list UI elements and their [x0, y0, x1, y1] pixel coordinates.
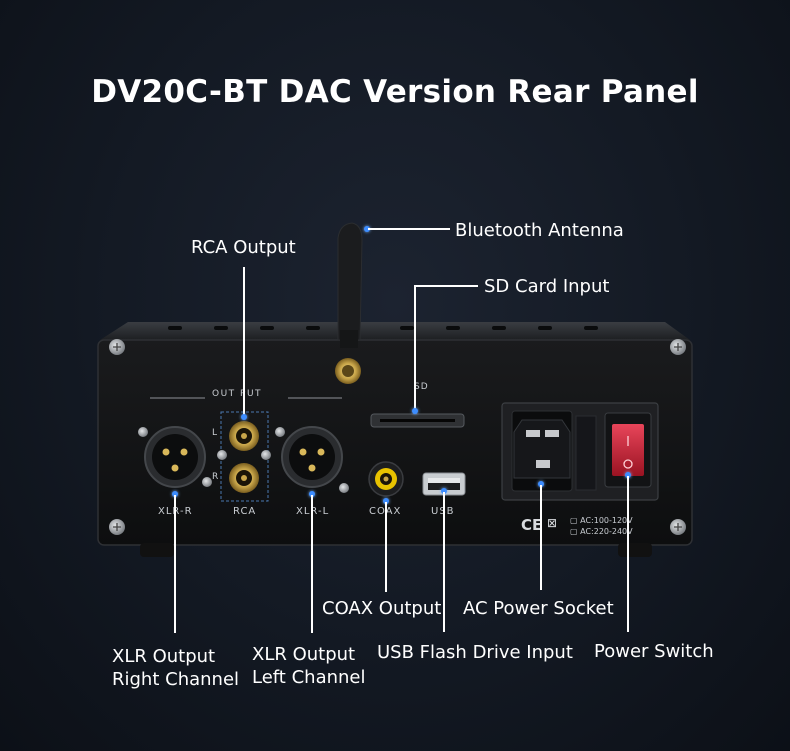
corner-screws	[109, 339, 686, 535]
callout-line-xlr-left	[311, 495, 313, 633]
label-xlr-left-1: XLR Output	[252, 644, 356, 665]
callout-dot-power-switch	[625, 472, 631, 478]
callout-dot-rca	[241, 414, 247, 420]
bluetooth-antenna	[335, 222, 363, 384]
weee-icon: ⊠	[547, 516, 558, 530]
rca-left-jack	[229, 421, 259, 451]
callout-line-bluetooth	[368, 228, 450, 230]
ce-mark: CE	[521, 516, 543, 534]
label-bluetooth-antenna: Bluetooth Antenna	[455, 220, 624, 241]
foot-left	[140, 543, 174, 557]
coax-jack	[368, 461, 404, 497]
ac-voltage-line1-text: AC:100-120V	[580, 516, 633, 525]
panel-usb-label: USB	[431, 506, 455, 517]
label-ac-power-socket: AC Power Socket	[463, 598, 614, 619]
label-power-switch: Power Switch	[594, 641, 714, 662]
rca-right-jack	[229, 463, 259, 493]
power-switch	[604, 412, 652, 488]
panel-rca-r-label: R	[212, 472, 219, 482]
panel-rca-l-label: L	[212, 428, 218, 438]
callout-dot-sd	[412, 408, 418, 414]
callout-dot-coax	[383, 498, 389, 504]
foot-right	[618, 543, 652, 557]
ac-voltage-line2: ▢ AC:220-240V	[570, 527, 633, 536]
label-xlr-right-1: XLR Output	[112, 646, 216, 667]
label-coax-output: COAX Output	[322, 598, 442, 619]
label-xlr-right-2: Right Channel	[112, 669, 240, 690]
xlr-right-connector	[138, 426, 212, 488]
xlr-left-connector	[275, 426, 349, 493]
page-title: DV20C-BT DAC Version Rear Panel	[91, 74, 699, 110]
ac-voltage-labels: ▢ AC:100-120V ▢ AC:220-240V	[570, 515, 633, 537]
callout-dot-xlr-left	[309, 491, 315, 497]
ac-voltage-line1: ▢ AC:100-120V	[570, 516, 633, 525]
callout-dot-xlr-right	[172, 491, 178, 497]
callout-line-usb	[443, 492, 445, 632]
callout-line-sd-horizontal	[414, 285, 478, 287]
callout-line-rca	[243, 267, 245, 417]
label-sd-card-input: SD Card Input	[484, 276, 610, 297]
panel-output-label: OUT PUT	[212, 389, 263, 399]
label-rca-output: RCA Output	[191, 237, 296, 258]
callout-dot-usb	[441, 488, 447, 494]
callout-line-ac-socket	[540, 485, 542, 590]
panel-coax-label: COAX	[369, 506, 401, 517]
callout-line-power-switch	[627, 476, 629, 632]
ac-voltage-line2-text: AC:220-240V	[580, 527, 633, 536]
callout-line-sd-vertical	[414, 285, 416, 413]
vent-slots	[168, 326, 598, 330]
callout-dot-ac-socket	[538, 481, 544, 487]
callout-line-coax	[385, 502, 387, 592]
callout-line-xlr-right	[174, 495, 176, 633]
label-xlr-left-2: Left Channel	[252, 667, 366, 688]
panel-rca-label: RCA	[233, 506, 257, 517]
label-usb-flash-drive: USB Flash Drive Input	[377, 642, 573, 663]
chassis-top	[100, 322, 690, 340]
panel-sd-label: SD	[414, 382, 429, 392]
callout-dot-bluetooth	[364, 226, 370, 232]
